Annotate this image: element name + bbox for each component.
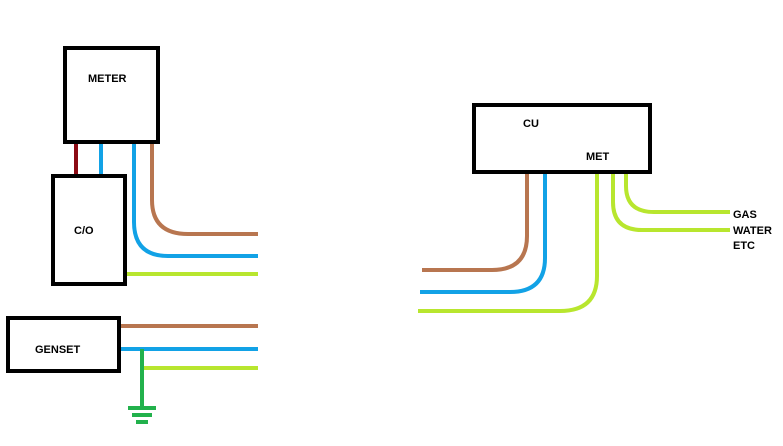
meter-label: METER <box>88 73 127 85</box>
co-box <box>51 174 127 286</box>
genset-box <box>6 316 121 373</box>
left-diagram: METER C/O GENSET <box>6 46 258 424</box>
genset-label: GENSET <box>35 344 81 356</box>
gas-bond-wire <box>624 167 730 214</box>
etc-label: ETC <box>733 240 755 252</box>
met-label: MET <box>586 151 610 163</box>
earth-symbol-icon <box>128 349 156 424</box>
cu-box <box>472 103 652 174</box>
cu-blue-wire <box>420 172 547 294</box>
cu-brown-wire <box>422 172 529 272</box>
water-bond-wire <box>611 167 730 232</box>
water-label: WATER <box>733 225 772 237</box>
co-label: C/O <box>74 225 94 237</box>
meter-box <box>63 46 160 144</box>
gas-label: GAS <box>733 209 757 221</box>
right-diagram: CU MET GAS WATER ETC <box>418 103 772 313</box>
meter-blue-wire <box>132 142 258 258</box>
cu-label: CU <box>523 118 539 130</box>
meter-brown-wire <box>150 142 258 236</box>
cu-earth-wire <box>418 167 599 313</box>
